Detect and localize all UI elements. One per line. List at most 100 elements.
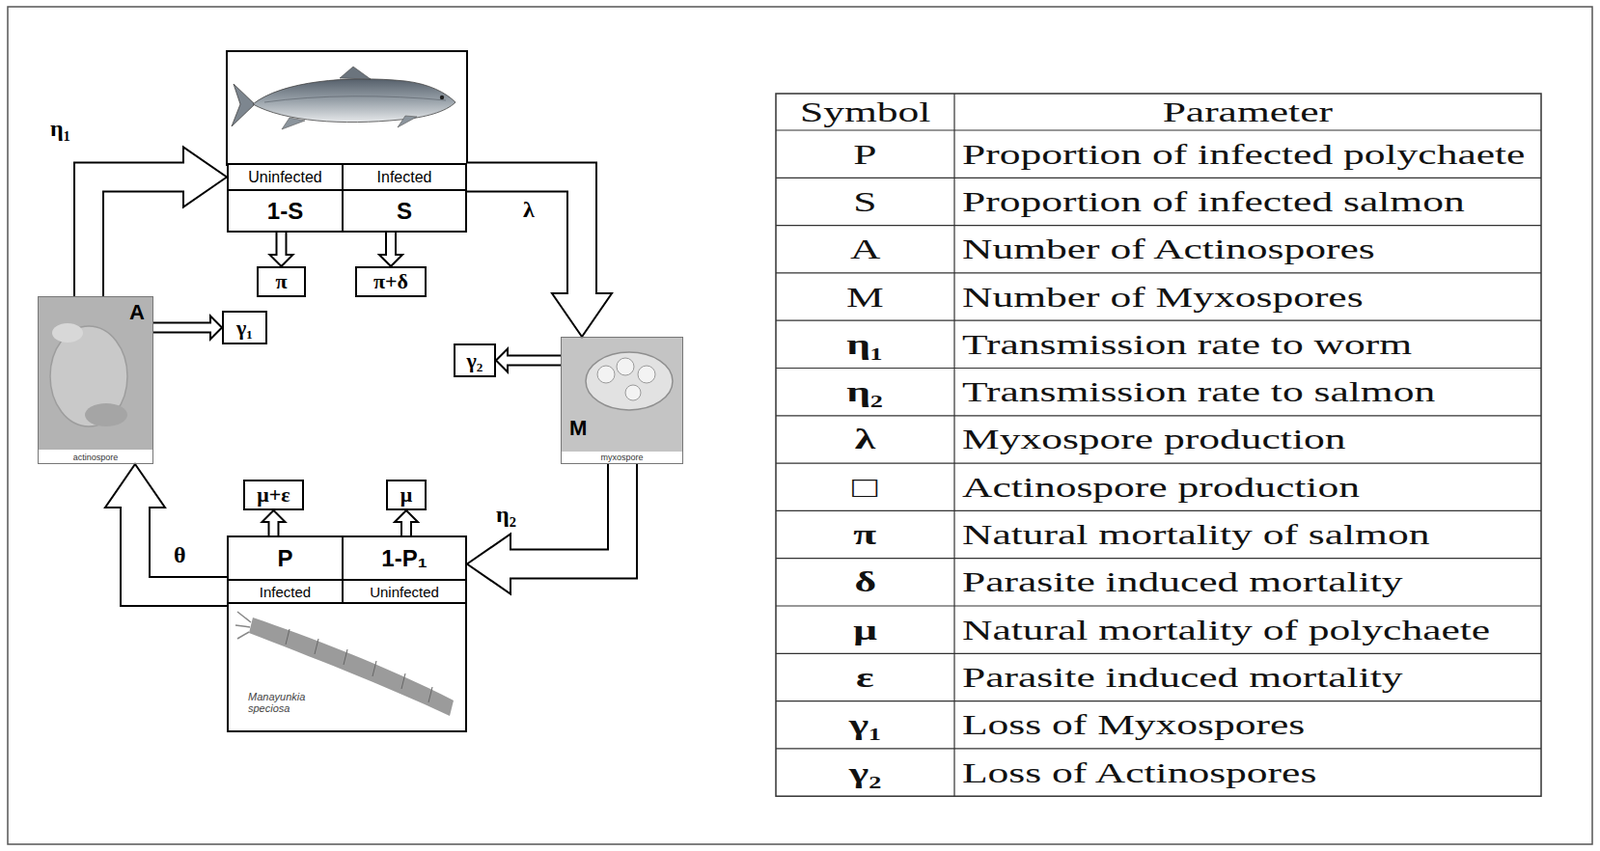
hollow-arrow — [153, 316, 222, 340]
myxospore-box: Mmyxospore — [560, 336, 684, 465]
arrow-outline — [467, 177, 582, 295]
arrow-head — [467, 534, 511, 595]
table-cell: ε — [775, 653, 955, 701]
polar-capsule — [625, 385, 641, 401]
salmon-fin — [397, 115, 417, 128]
table-cell: η₂ — [775, 368, 955, 416]
photo-caption-strip — [38, 449, 153, 464]
table-cell: Proportion of infected salmon — [954, 177, 1542, 225]
cell-text: π — [854, 518, 878, 552]
cell-text: □ — [852, 470, 878, 504]
mortality-box: μ+ε — [243, 479, 304, 511]
arrow-hollow — [505, 357, 561, 365]
cell-text: M — [846, 280, 884, 314]
arrow-outline — [88, 177, 184, 298]
table-cell: λ — [775, 415, 955, 464]
table-border — [775, 93, 1542, 797]
cell-text: δ — [854, 565, 877, 599]
cell-text: Number of Actinospores — [962, 232, 1376, 266]
table-cell: S — [775, 177, 955, 225]
edge-label: θ — [171, 542, 189, 568]
arrow-hollow — [88, 177, 186, 298]
polychaete-picture-box: Manayunkia speciosa — [226, 602, 468, 733]
proportion-box: 1-P₁ — [341, 535, 468, 581]
hollow-arrow — [105, 464, 227, 592]
hollow-arrow — [496, 349, 561, 373]
table-cell: Transmission rate to salmon — [954, 368, 1542, 416]
salmon-lateral-line — [264, 96, 446, 103]
proportion-box: 1-S — [226, 189, 344, 233]
state-header: Uninfected — [341, 579, 468, 605]
polychaete-worm — [248, 617, 454, 717]
node-text: P — [276, 545, 293, 573]
mortality-box: π+δ — [355, 266, 427, 298]
node-text: Infected — [259, 583, 311, 601]
polar-capsule — [597, 365, 615, 384]
cell-text: Loss of Actinospores — [962, 756, 1317, 790]
table-cell: Parasite induced mortality — [954, 653, 1542, 701]
outer-frame — [7, 6, 1593, 845]
table-grid — [775, 93, 1542, 797]
state-header: Infected — [341, 163, 468, 192]
arrow-hollow — [277, 232, 286, 257]
myxospore-shape — [585, 352, 673, 411]
mortality-box: μ — [386, 479, 427, 511]
photo-caption-strip — [561, 451, 683, 464]
cell-text: Number of Myxospores — [962, 280, 1364, 314]
node-text: myxospore — [600, 452, 643, 463]
salmon-picture-box — [226, 51, 468, 166]
actinospore-shape — [84, 403, 128, 427]
hollow-arrow — [467, 177, 612, 338]
table-cell: Natural mortality of salmon — [954, 510, 1542, 558]
table-cell: δ — [775, 558, 955, 607]
node-text: Uninfected — [248, 168, 323, 187]
node-text: 1-S — [267, 197, 304, 225]
cell-text: λ — [855, 422, 876, 456]
table-cell: P — [775, 130, 955, 178]
table-cell: A — [775, 225, 955, 274]
loss-box: γ₂ — [453, 343, 497, 378]
cell-text: P — [853, 137, 877, 171]
node-text: μ+ε — [256, 482, 290, 508]
state-header: Uninfected — [226, 163, 344, 192]
cell-text: ε — [855, 661, 875, 694]
node-text: γ₂ — [467, 348, 484, 374]
actinospore-shape — [52, 323, 83, 343]
edge-label-box: η₁ — [48, 115, 73, 141]
cell-text: Myxospore production — [962, 422, 1347, 456]
arrow-hollow — [270, 520, 278, 536]
edge-label: η₁ — [48, 115, 73, 141]
table-cell: Symbol — [775, 93, 955, 131]
table-cell: μ — [775, 606, 955, 654]
cell-text: Natural mortality of salmon — [962, 518, 1430, 552]
salmon-eye — [440, 95, 444, 100]
edge-label: λ — [521, 196, 537, 222]
table-cell: γ₁ — [775, 701, 955, 749]
table-cell: Loss of Myxospores — [954, 701, 1542, 749]
salmon-fin — [281, 117, 305, 130]
cell-text: μ — [853, 613, 878, 647]
salmon-fin — [339, 66, 371, 80]
table-cell: Parasite induced mortality — [954, 558, 1542, 607]
mortality-box: π — [256, 266, 306, 298]
table-cell: □ — [775, 463, 955, 511]
cell-text: γ₂ — [849, 756, 882, 790]
table-cell: Loss of Actinospores — [954, 748, 1542, 797]
node-text: A — [127, 300, 147, 326]
node-text: π+δ — [373, 269, 409, 295]
node-text: actinospore — [73, 452, 119, 463]
edge-label-box: η₂ — [494, 501, 519, 527]
hollow-arrow — [262, 510, 286, 536]
node-text: μ — [400, 482, 413, 508]
edge-label-box: λ — [521, 196, 537, 222]
edge-label: η₂ — [494, 501, 519, 527]
cell-text: Transmission rate to salmon — [962, 375, 1435, 409]
table-cell: η₁ — [775, 320, 955, 368]
node-text: γ₁ — [236, 315, 253, 341]
table-cell: M — [775, 273, 955, 321]
arrow-hollow — [153, 324, 213, 332]
cell-text: η₁ — [847, 328, 884, 361]
cell-text: Symbol — [800, 95, 931, 129]
polar-capsule — [637, 365, 656, 384]
